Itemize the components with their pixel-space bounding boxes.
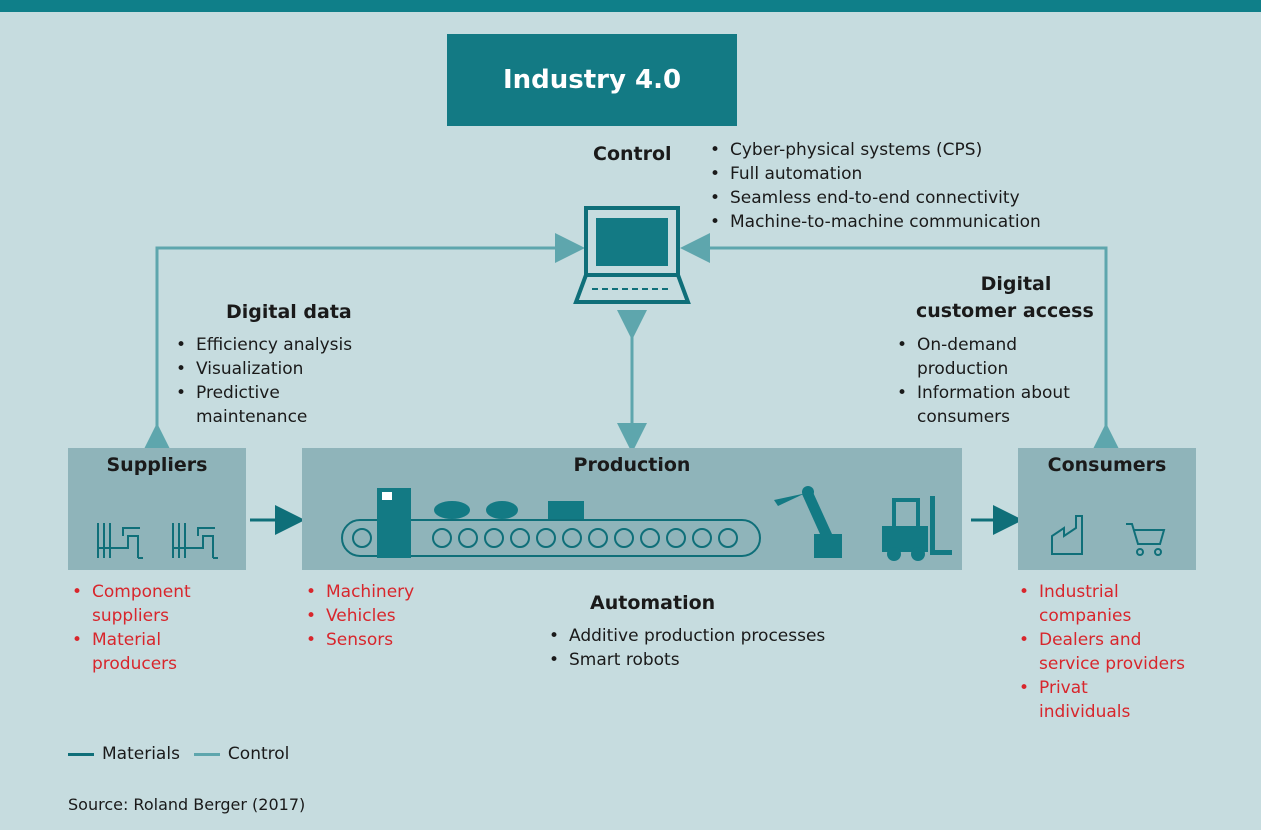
- list-item: Industrial companies: [1015, 580, 1149, 628]
- consumers-box: Consumers: [1018, 448, 1196, 570]
- materials-legend-swatch: [68, 752, 94, 756]
- list-item: Machinery: [302, 580, 502, 604]
- factory-and-cart-icon: [1051, 515, 1166, 556]
- control-legend-swatch: [193, 752, 220, 756]
- source-note: Source: Roland Berger (2017): [68, 795, 306, 814]
- suppliers-title: Suppliers: [106, 454, 208, 476]
- list-item: Component suppliers: [68, 580, 212, 628]
- consumers-title: Consumers: [1047, 454, 1167, 476]
- production-title: Production: [573, 454, 691, 476]
- top-bar: [0, 0, 1261, 12]
- list-item: Smart robots: [545, 648, 865, 672]
- list-item: Cyber-physical systems (CPS): [706, 138, 1106, 162]
- suppliers-list: Component suppliers Material producers: [68, 580, 246, 676]
- list-item: Vehicles: [302, 604, 502, 628]
- suppliers-box: Suppliers: [68, 448, 246, 570]
- list-item: Privat individuals: [1015, 676, 1149, 724]
- list-item: Additive production processes: [545, 624, 865, 648]
- production-list: Machinery Vehicles Sensors: [302, 580, 502, 652]
- list-item: Efficiency analysis: [172, 333, 382, 357]
- list-item: On-demand production: [893, 333, 1037, 381]
- consumers-list: Industrial companies Dealers and service…: [1015, 580, 1235, 724]
- materials-legend-label: Materials: [102, 744, 180, 764]
- digital-customer-access-list: On-demand production Information about c…: [893, 333, 1088, 429]
- digital-data-heading: Digital data: [226, 301, 352, 323]
- digital-customer-access-heading: Digital: [980, 273, 1052, 295]
- list-item: Dealers and service providers: [1015, 628, 1199, 676]
- list-item: Information about consumers: [893, 381, 1092, 429]
- list-item: Sensors: [302, 628, 502, 652]
- legend: Materials Control: [68, 744, 289, 764]
- automation-list: Additive production processes Smart robo…: [545, 624, 865, 672]
- production-box: Production: [302, 448, 962, 570]
- list-item: Predictive maintenance: [172, 381, 336, 429]
- digital-customer-access-heading-line2: customer access: [916, 300, 1094, 322]
- control-arrow-consumers: [680, 233, 1121, 453]
- automation-heading: Automation: [590, 592, 716, 614]
- list-item: Visualization: [172, 357, 382, 381]
- control-list: Cyber-physical systems (CPS) Full automa…: [706, 138, 1106, 234]
- factory-machine-icon: [97, 523, 218, 559]
- list-item: Material producers: [68, 628, 202, 676]
- diagram-title: Industry 4.0: [447, 34, 737, 126]
- digital-data-list: Efficiency analysis Visualization Predic…: [172, 333, 382, 429]
- computer-icon: [573, 206, 691, 304]
- list-item: Seamless end-to-end connectivity: [706, 186, 1106, 210]
- control-heading: Control: [593, 143, 672, 165]
- list-item: Full automation: [706, 162, 1106, 186]
- production-line-illustration: [341, 486, 952, 561]
- control-legend-label: Control: [227, 744, 290, 764]
- list-item: Machine-to-machine communication: [706, 210, 1106, 234]
- control-arrow-suppliers: [142, 233, 585, 453]
